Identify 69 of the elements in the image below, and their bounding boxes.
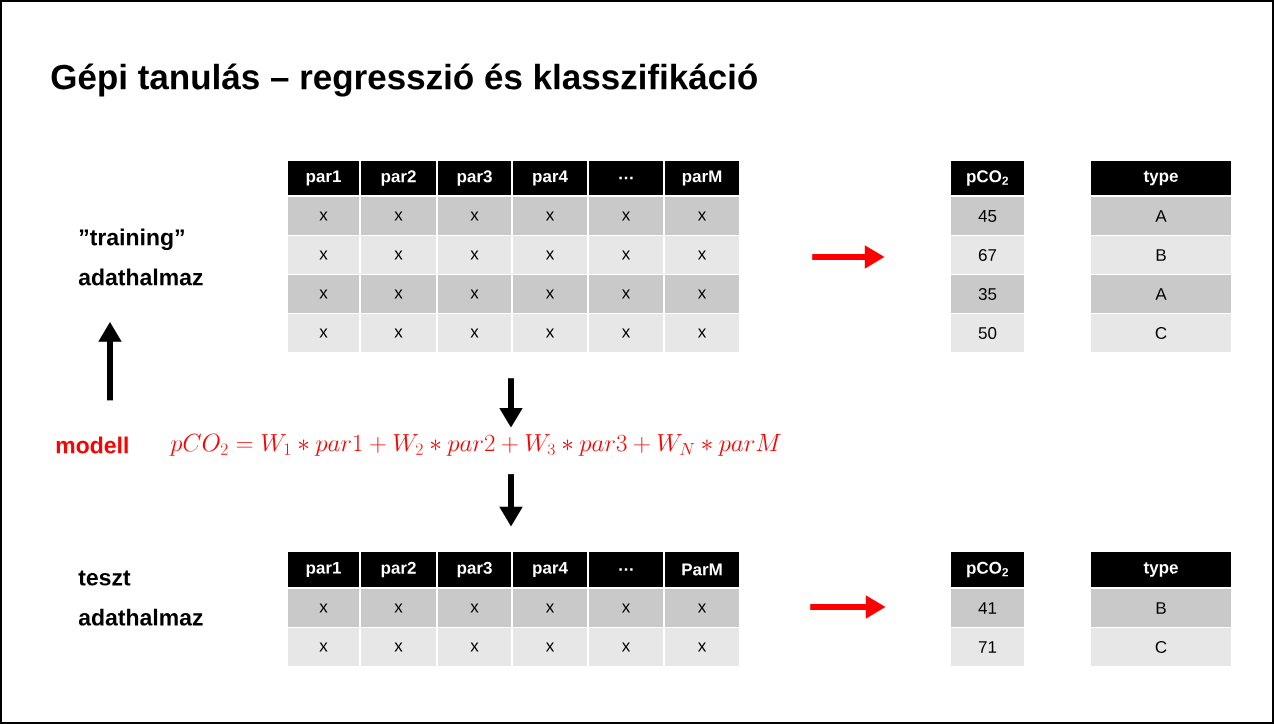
dataset-label: ”training” adathalmaz [78, 228, 203, 286]
table-cell: x [438, 275, 511, 313]
header-cell: pCO$_{2}$ [951, 161, 1024, 195]
dataset-label: teszt adathalmaz [78, 570, 203, 626]
table-cell: x [288, 236, 359, 274]
table-cell: B [1091, 589, 1231, 627]
table-cell: x [361, 314, 436, 352]
table-cell: x [361, 236, 436, 274]
table-cell: x [589, 275, 663, 313]
header-cell: … [589, 161, 663, 195]
table-cell: x [665, 275, 739, 313]
header-cell: par2 [361, 161, 436, 195]
table-cell: x [361, 197, 436, 235]
header-cell: par3 [438, 161, 511, 195]
table-cell: x [361, 275, 436, 313]
table-cell: x [665, 314, 739, 352]
table-cell: x [589, 314, 663, 352]
table-cell: A [1091, 275, 1231, 313]
header-cell: ParM [665, 552, 739, 587]
table-cell: x [589, 589, 663, 627]
table-cell: x [288, 275, 359, 313]
table-cell: 50 [951, 314, 1024, 352]
table-cell: x [438, 197, 511, 235]
table-cell: x [438, 314, 511, 352]
table-cell: x [589, 236, 663, 274]
table-cell: x [665, 236, 739, 274]
table-cell: x [288, 589, 359, 627]
header-cell: … [589, 552, 663, 587]
table-cell: x [589, 628, 663, 666]
table-cell: B [1091, 236, 1231, 274]
table-cell: 41 [951, 589, 1024, 627]
table-cell: x [288, 197, 359, 235]
table-cell: x [589, 197, 663, 235]
table-cell: C [1091, 628, 1231, 666]
header-cell: par1 [288, 161, 359, 195]
table-cell: x [665, 628, 739, 666]
model-label: modell [56, 436, 128, 454]
table-cell: x [513, 197, 587, 235]
table-cell: x [513, 628, 587, 666]
table-cell: x [361, 589, 436, 627]
table-cell: 45 [951, 197, 1024, 235]
table-cell: x [288, 314, 359, 352]
table-cell: x [665, 197, 739, 235]
header-cell: par4 [513, 552, 587, 587]
header-cell: par4 [513, 161, 587, 195]
header-cell: par2 [361, 552, 436, 587]
header-cell: par1 [288, 552, 359, 587]
table-cell: x [438, 628, 511, 666]
table-cell: A [1091, 197, 1231, 235]
header-cell: parM [665, 161, 739, 195]
slide-title: Gépi tanulás – regresszió és klasszifikáció [51, 63, 757, 97]
table-cell: C [1091, 314, 1231, 352]
table-cell: x [361, 628, 436, 666]
table-cell: x [438, 236, 511, 274]
header-cell: pCO$_{2}$ [951, 552, 1024, 587]
table-cell: x [513, 236, 587, 274]
table-cell: 35 [951, 275, 1024, 313]
table-cell: x [513, 314, 587, 352]
table-cell: x [665, 589, 739, 627]
model-formula: $pCO_{2} = W_{1}*par1 + W_{2}*par2 + W_{3}*par3 + W_{N}*parM$ [169, 433, 781, 456]
table-cell: x [438, 589, 511, 627]
header-cell: type [1091, 161, 1231, 195]
header-cell: type [1091, 552, 1231, 587]
table-cell: 71 [951, 628, 1024, 666]
table-cell: x [513, 589, 587, 627]
header-cell: par3 [438, 552, 511, 587]
table-cell: x [288, 628, 359, 666]
table-cell: 67 [951, 236, 1024, 274]
table-cell: x [513, 275, 587, 313]
